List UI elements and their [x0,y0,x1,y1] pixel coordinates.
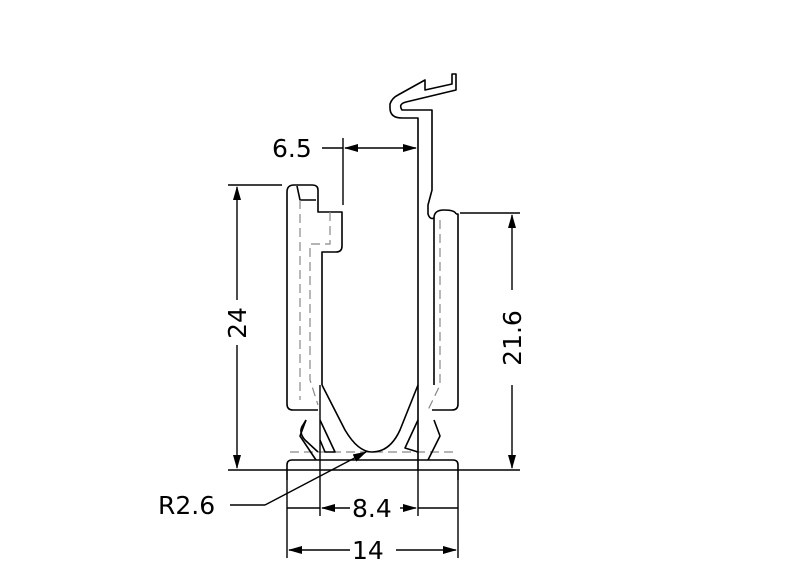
dimension-6-5-label: 6.5 [272,134,312,163]
dimension-8-4-label: 8.4 [352,494,392,523]
radius-r2-6: R2.6 [158,451,367,520]
left-wall-hidden-line [299,200,331,406]
left-wall [286,184,343,453]
dimension-14-label: 14 [352,536,384,565]
u-cavity [321,384,419,453]
left-clip [319,419,336,453]
left-wall-inner-top [296,185,316,201]
radius-label: R2.6 [158,491,215,520]
dimension-6-5: 6.5 [272,134,417,205]
right-wall-hidden-line [427,220,441,411]
dimension-21-6-label: 21.6 [498,310,527,366]
hook-arm [389,73,457,470]
right-wall [432,213,459,411]
dimension-14: 14 [286,480,459,565]
dimension-24: 24 [223,184,520,471]
base-plate [286,459,459,480]
right-foot [427,419,441,461]
dimension-24-label: 24 [223,307,252,339]
dimension-8-4: 8.4 [287,385,458,523]
dimension-21-6: 21.6 [460,212,527,469]
right-clip [404,419,419,453]
left-foot [299,419,317,461]
